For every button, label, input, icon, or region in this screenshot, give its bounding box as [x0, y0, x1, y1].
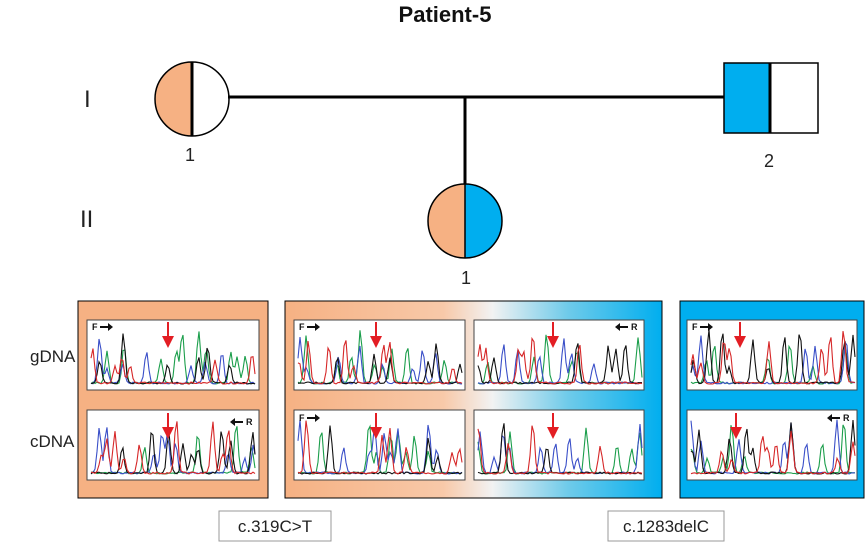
row-label-cdna: cDNA [30, 432, 75, 451]
mutation-box-right [607, 510, 725, 542]
primer-reverse-father-cdna: R [827, 413, 850, 423]
trace-line [297, 340, 463, 385]
father-id: 2 [764, 151, 774, 171]
trace-line [477, 338, 643, 385]
svg-text:R: R [246, 417, 253, 427]
mutation-arrows [162, 322, 746, 439]
primer-reverse-child-gdna: R [615, 322, 638, 332]
primer-forward-child-cdna: F [299, 413, 320, 423]
trace-line [90, 421, 256, 475]
trace-line [298, 425, 463, 475]
svg-text:R: R [631, 322, 638, 332]
svg-text:F: F [299, 413, 305, 423]
generation-label-1: I [84, 86, 91, 113]
svg-text:F: F [692, 322, 698, 332]
trace-line [690, 430, 856, 475]
generation-label-2: II [80, 206, 93, 233]
primer-forward-child-gdna: F [299, 322, 320, 332]
trace-line [690, 329, 856, 385]
figure-title: Patient-5 [399, 2, 492, 27]
svg-text:F: F [299, 322, 305, 332]
svg-text:F: F [92, 322, 98, 332]
svg-text:R: R [843, 413, 850, 423]
mother-symbol [154, 61, 230, 137]
primer-forward-mother-gdna: F [92, 322, 113, 332]
mutation-label-left: c.319C>T [238, 517, 312, 536]
primer-reverse-mother-cdna: R [230, 417, 253, 427]
trace-line [90, 431, 256, 475]
father-symbol [723, 62, 819, 134]
primer-forward-father-gdna: F [692, 322, 713, 332]
sequence-traces [90, 329, 856, 475]
mutation-label-right: c.1283delC [623, 517, 709, 536]
mutation-box-left [218, 510, 332, 542]
mother-id: 1 [185, 145, 195, 165]
row-label-gdna: gDNA [30, 347, 76, 366]
trace-line [90, 348, 256, 385]
trace-line [477, 336, 643, 385]
chromatogram-father-cdna [686, 409, 858, 481]
trace-line [477, 425, 643, 475]
child-id: 1 [461, 268, 471, 288]
trace-line [297, 343, 463, 385]
trace-line [297, 420, 463, 475]
trace-line [690, 331, 856, 385]
child-symbol [427, 183, 503, 259]
